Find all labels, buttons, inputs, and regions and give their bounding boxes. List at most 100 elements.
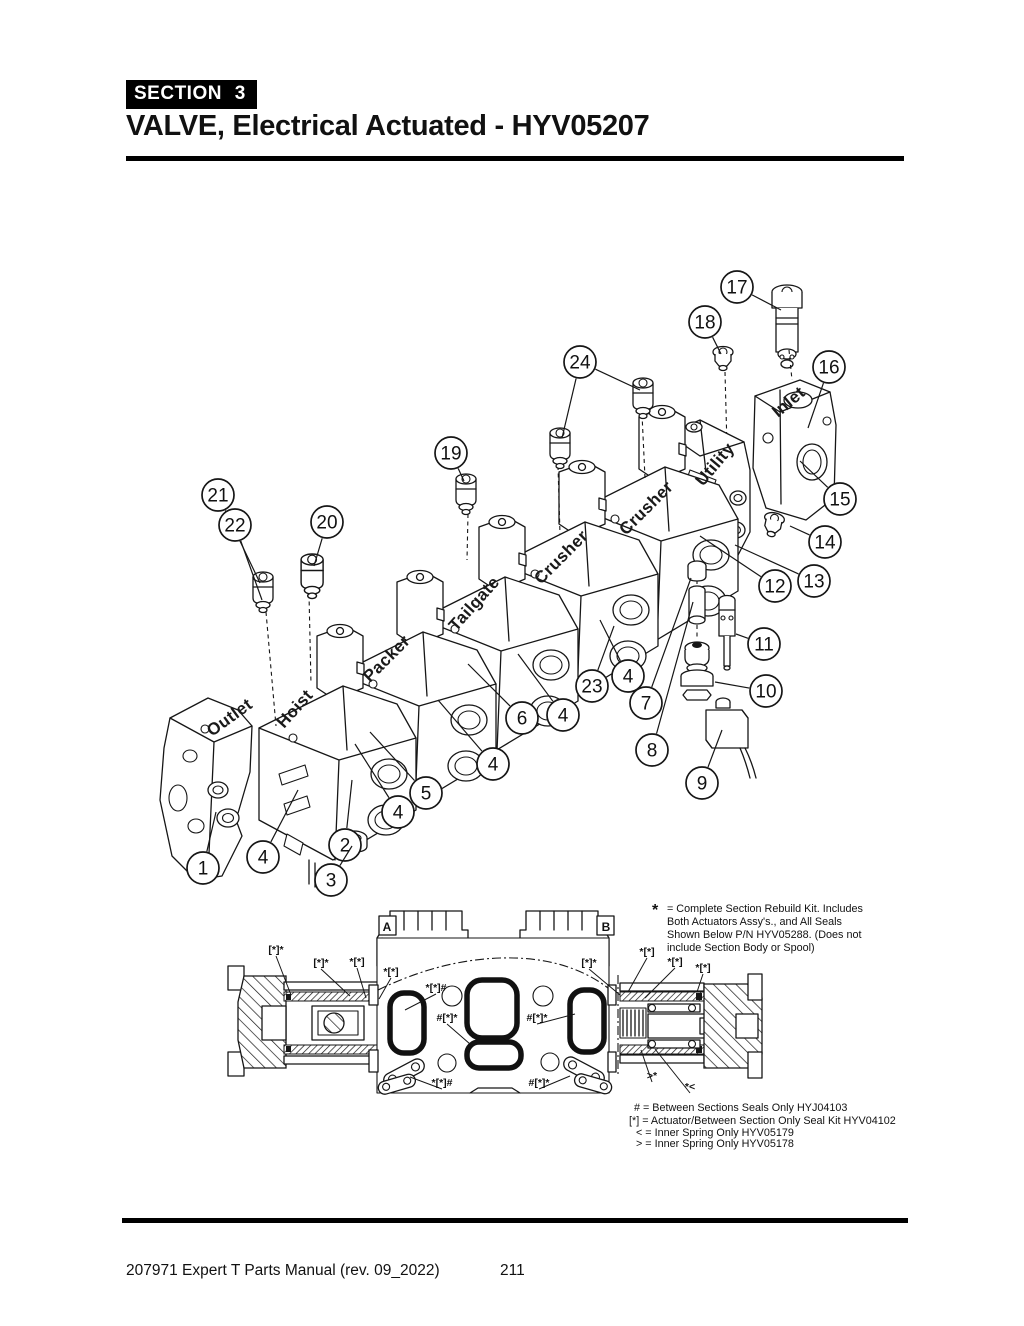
svg-text:*[*]: *[*]: [639, 946, 654, 958]
callout-leader: [561, 378, 577, 439]
svg-text:*[*]: *[*]: [667, 956, 682, 968]
callout-circle: [808, 525, 842, 559]
callout-circle: [476, 747, 510, 781]
callout-circle: [797, 564, 831, 598]
callout-leader: [595, 368, 641, 391]
callout-11: 11: [735, 627, 781, 661]
svg-text:[*]*: [*]*: [268, 944, 284, 956]
callout-3: 3: [314, 845, 353, 897]
callout-number: 8: [647, 741, 658, 762]
callout-circle: [688, 305, 722, 339]
rebuild-note-line-4: include Section Body or Spool): [667, 942, 815, 954]
part-14-plug: [760, 510, 787, 540]
callout-number: 2: [340, 836, 351, 857]
callout-number: 15: [829, 490, 850, 511]
callout-18: 18: [688, 305, 722, 355]
callout-circle: [635, 733, 669, 767]
callout-circle: [812, 350, 846, 384]
callout-19: 19: [434, 436, 468, 482]
rebuild-kit-note: *= Complete Section Rebuild Kit. Include…: [652, 902, 864, 954]
callout-circle: [546, 698, 580, 732]
callout-15: 15: [799, 460, 857, 516]
callout-14: 14: [789, 525, 842, 559]
port-label-b: B: [602, 920, 611, 934]
svg-text:*<: *<: [685, 1081, 695, 1093]
callout-circle: [186, 851, 220, 885]
seal-legend-line-2: [*] = Actuator/Between Section Only Seal…: [629, 1115, 896, 1127]
assembly-lines: [265, 413, 646, 727]
callout-leader: [339, 845, 353, 866]
outlet-section: [159, 697, 253, 881]
callout-leader: [206, 811, 217, 852]
callout-circle: [409, 776, 443, 810]
callout-4: 4: [599, 619, 645, 693]
part-17-relief-cartridge: [771, 284, 803, 369]
callout-circle: [749, 674, 783, 708]
callout-9: 9: [685, 729, 723, 800]
callout-leader: [354, 743, 390, 798]
seal-annotation-1: [*]*: [313, 957, 351, 997]
callout-circle: [201, 478, 235, 512]
callout-number: 14: [814, 533, 836, 554]
svg-text:#[*]*: #[*]*: [436, 1012, 458, 1024]
svg-text:#[*]*: #[*]*: [526, 1012, 548, 1024]
callout-number: 6: [517, 709, 528, 730]
callout-leader: [270, 789, 299, 843]
callout-leader: [346, 779, 353, 829]
callout-20: 20: [310, 505, 344, 567]
seal-annotation-10: *[*]: [627, 946, 655, 993]
callout-leader: [799, 460, 829, 488]
inlet-section: [752, 379, 837, 521]
part-18-plug: [712, 345, 734, 372]
callout-circle: [720, 270, 754, 304]
callout-leader: [751, 294, 782, 311]
callout-4: 4: [437, 699, 510, 781]
svg-text:*[*]: *[*]: [383, 966, 398, 978]
callout-circle: [685, 766, 719, 800]
callout-leader: [597, 625, 615, 671]
callout-7: 7: [629, 577, 692, 720]
callout-leader: [599, 619, 621, 662]
callout-number: 18: [694, 313, 715, 334]
rebuild-note-star: *: [652, 902, 659, 919]
callout-17: 17: [720, 270, 782, 311]
callout-leader: [457, 468, 465, 482]
callout-circle: [218, 508, 252, 542]
callout-number: 4: [623, 667, 634, 688]
svg-text:*[*]#: *[*]#: [431, 1077, 452, 1089]
seal-legend: # = Between Sections Seals Only HYJ04103…: [629, 1102, 896, 1150]
seal-annotation-2: *[*]: [349, 956, 367, 999]
callout-22: 22: [218, 508, 263, 601]
callout-leader: [467, 663, 511, 707]
callout-leader: [517, 653, 554, 702]
callout-23: 23: [575, 625, 615, 703]
footer-manual-id: 207971 Expert T Parts Manual (rev. 09_20…: [126, 1262, 440, 1279]
callout-13: 13: [734, 544, 831, 598]
callout-leader: [789, 525, 810, 536]
callout-circle: [314, 863, 348, 897]
callout-leader: [369, 731, 415, 781]
callout-number: 1: [198, 859, 209, 880]
callout-leader: [735, 633, 749, 639]
footer-rule: [122, 1218, 908, 1223]
callout-circle: [246, 840, 280, 874]
part-24-fitting-a: [549, 427, 571, 470]
callout-circle: [575, 669, 609, 703]
callout-leader: [707, 729, 723, 768]
part-20-fitting: [300, 553, 324, 600]
callout-4: 4: [246, 789, 299, 874]
callout-number: 4: [258, 848, 269, 869]
callout-circle: [328, 828, 362, 862]
callout-12: 12: [699, 535, 792, 603]
seal-legend-line-4: > = Inner Spring Only HYV05178: [636, 1138, 794, 1150]
seal-annotation-9: [*]*: [581, 957, 621, 996]
callout-leader: [655, 601, 694, 734]
callout-number: 17: [726, 278, 747, 299]
seal-annotation-3: *[*]: [378, 966, 399, 1000]
callout-4: 4: [354, 743, 415, 829]
callout-circle: [434, 436, 468, 470]
callout-circle: [381, 795, 415, 829]
